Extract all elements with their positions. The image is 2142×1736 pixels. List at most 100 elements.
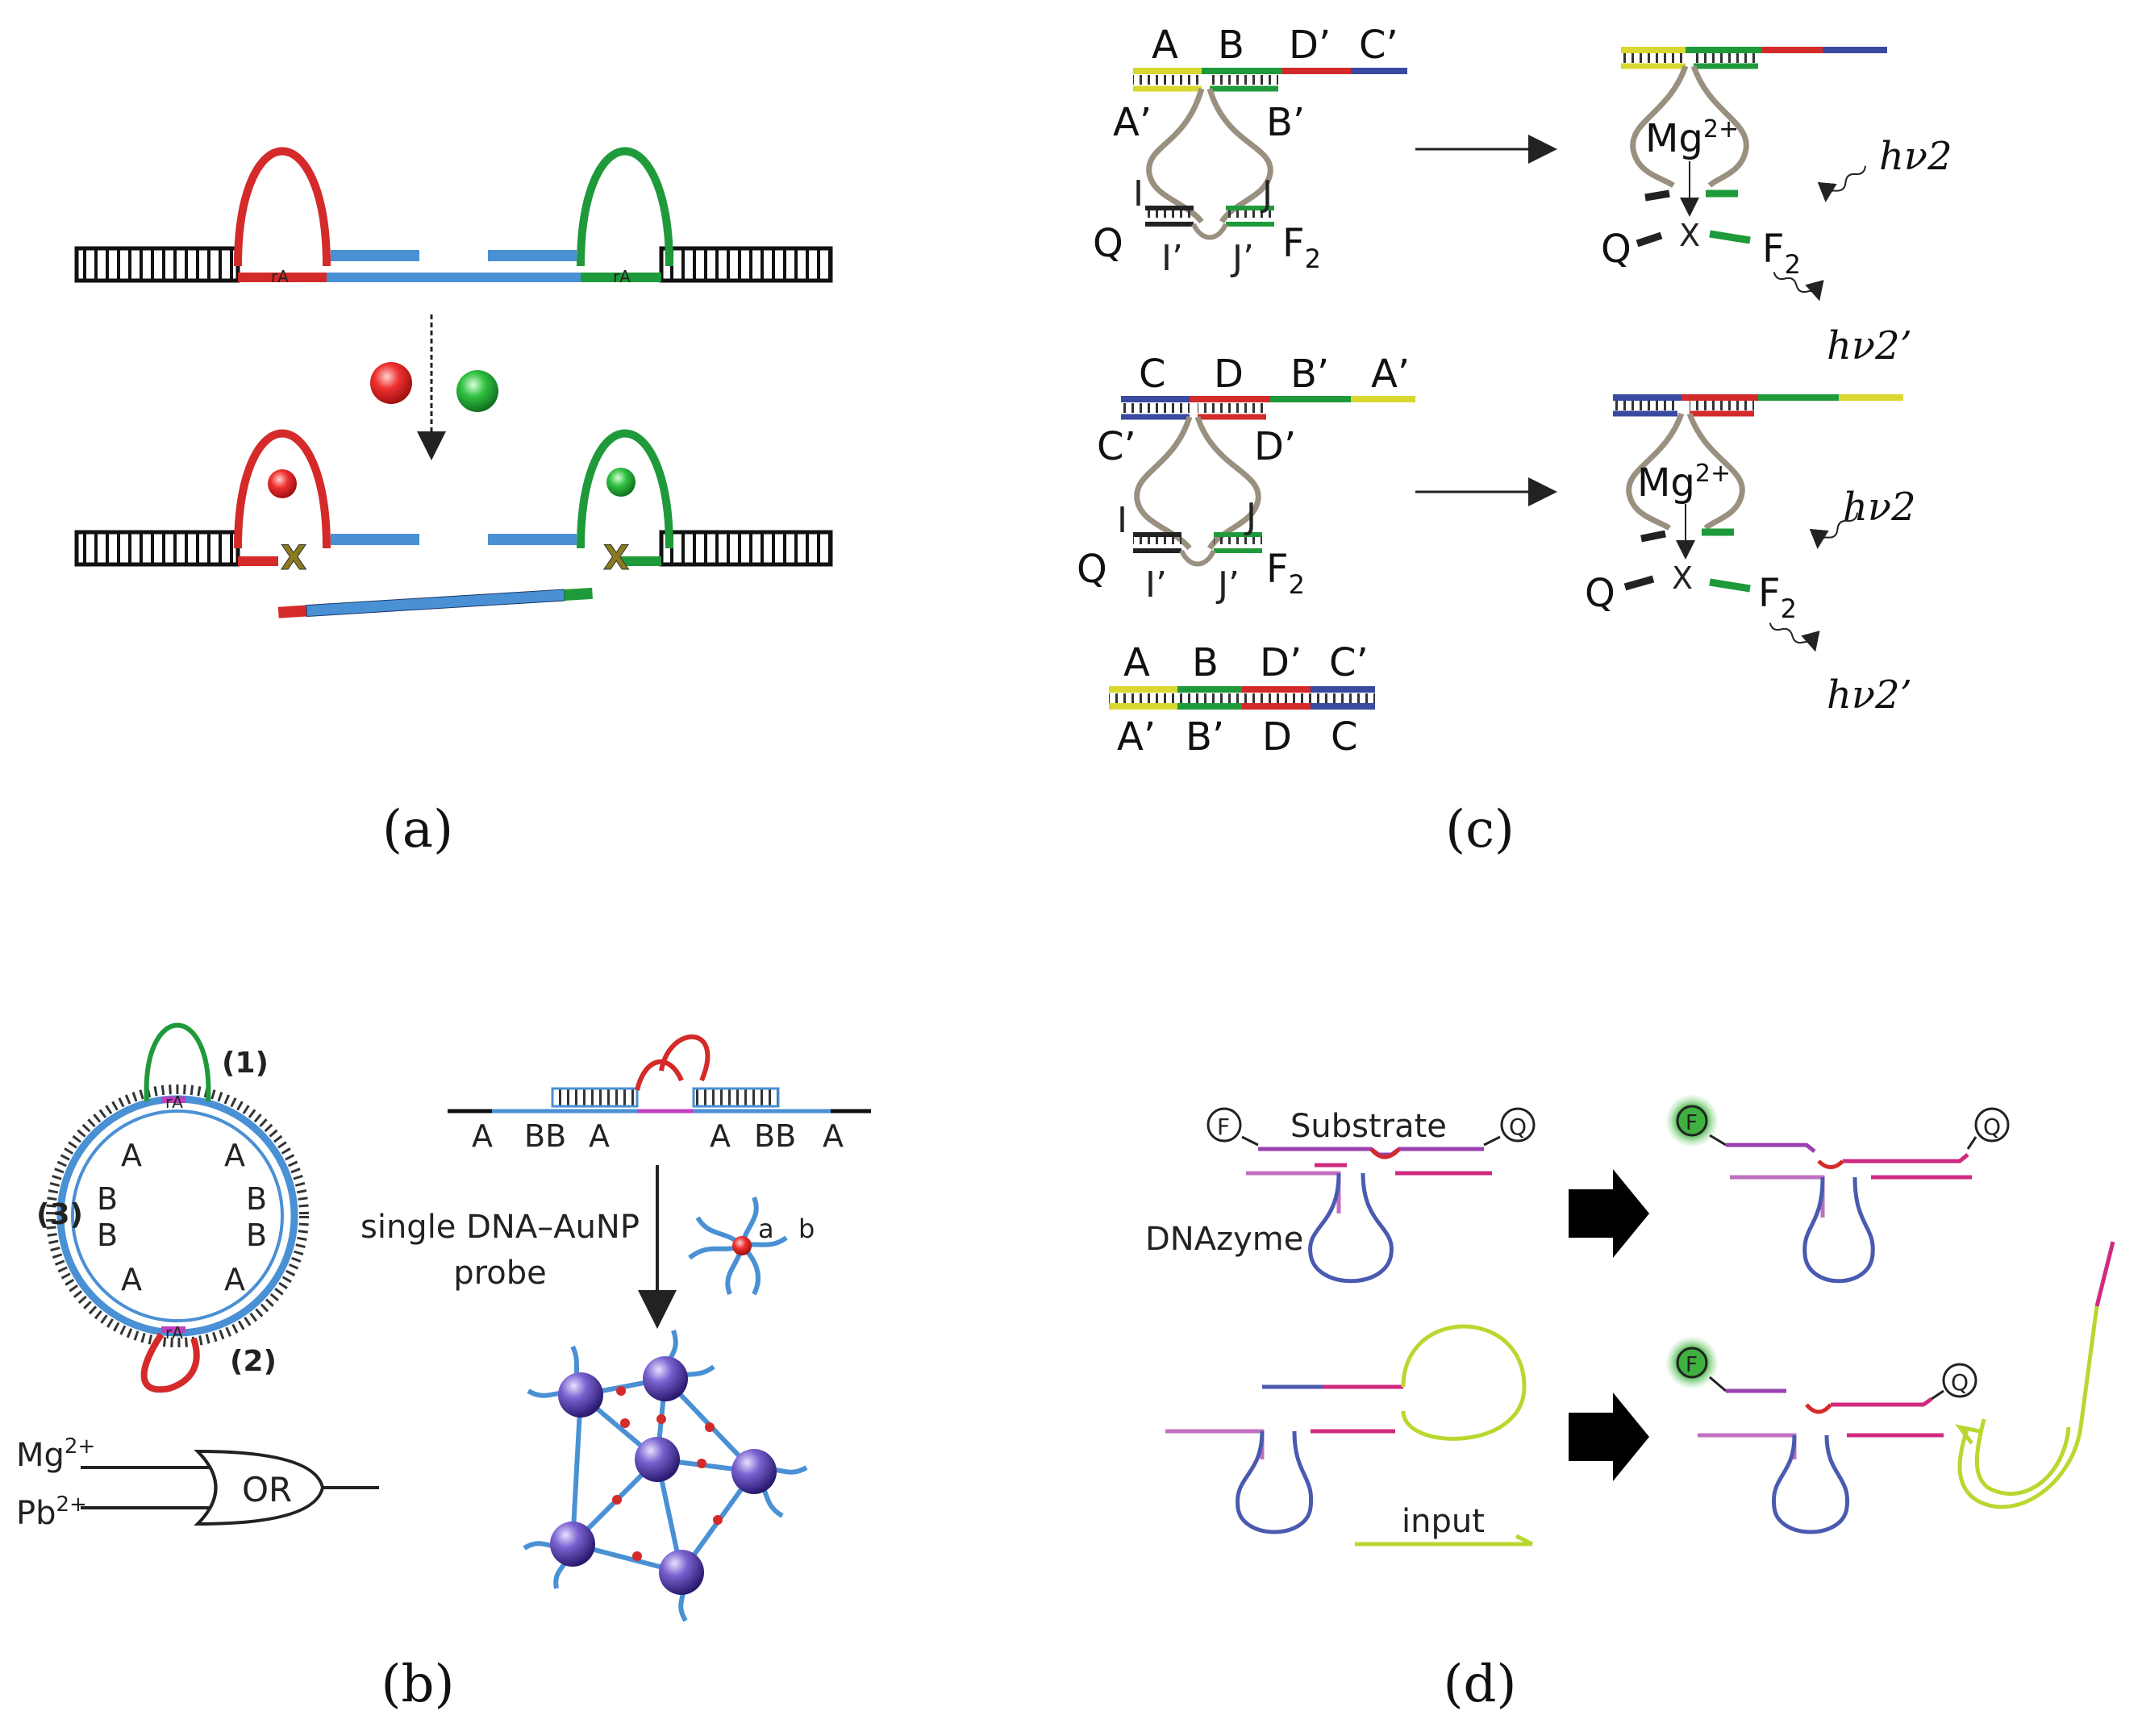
c-mid-label-i: I xyxy=(1117,500,1127,541)
linear-sequence: A BB A A BB A xyxy=(448,1034,871,1154)
c-top-label-cp: C’ xyxy=(1359,23,1398,68)
or-gate: OR Mg2+ Pb2+ xyxy=(16,1434,379,1532)
probe-label-line2: probe xyxy=(453,1255,546,1292)
c-top-label-f: F2 xyxy=(1282,221,1321,274)
c-top-label-b: B xyxy=(1218,23,1244,68)
c-mid-hv-in: hν2 xyxy=(1843,485,1916,530)
c-mid-complex: C D B’ A’ C’ D’ I J Q I’ J’ F2 xyxy=(1077,352,1415,606)
red-dnazyme-loop xyxy=(234,147,331,267)
seq-bb-1: BB xyxy=(524,1118,566,1154)
released-strand xyxy=(277,587,593,618)
right-duplex-cleaved xyxy=(659,530,833,567)
c-mid-cleaved: Mg2+ X Q F2 hν2 hν2’ xyxy=(1585,394,1916,718)
seq-bb-2: BB xyxy=(754,1118,796,1154)
probe-a: a xyxy=(758,1214,774,1244)
circular-dna-ring: rA rA A A A A B B B B (1) (2) (3) xyxy=(36,1022,309,1393)
c-mid-label-ip: I’ xyxy=(1145,564,1167,606)
panel-a-top-construct: rA rA xyxy=(74,147,833,286)
c-top-hv-out: hν2’ xyxy=(1827,323,1912,368)
d-q1: Q xyxy=(1509,1114,1527,1140)
c-mid-label-j: J xyxy=(1244,496,1256,537)
d-bottom-right: F Q xyxy=(1666,1241,2115,1534)
c-mid-x: X xyxy=(1672,560,1693,596)
input-mg: Mg2+ xyxy=(16,1434,95,1474)
panel-a-label: (a) xyxy=(382,800,453,860)
input-pb: Pb2+ xyxy=(16,1492,87,1532)
c-mid-label-dp: D’ xyxy=(1254,424,1296,469)
probe-label-line1: single DNA–AuNP xyxy=(360,1209,640,1246)
c-top-label-j: J xyxy=(1260,173,1273,214)
panel-b-label: (b) xyxy=(381,1655,455,1714)
c-top-label-ip: I’ xyxy=(1161,238,1183,279)
seq-a-3: A xyxy=(710,1118,731,1154)
d-bottom-left: input xyxy=(1165,1324,1534,1547)
ring-b-4: B xyxy=(246,1218,267,1253)
red-substrate-arm xyxy=(238,273,331,282)
c-top-f2: F2 xyxy=(1762,227,1801,280)
bound-green-ion xyxy=(606,468,636,497)
panel-b: rA rA A A A A B B B B (1) (2) (3) OR Mg2… xyxy=(16,1022,871,1714)
ring-a-3: A xyxy=(121,1262,142,1297)
left-duplex-cleaved xyxy=(74,530,240,567)
ring-a-1: A xyxy=(121,1138,142,1173)
c-mid-label-c: C xyxy=(1139,352,1166,397)
c-bot-label-dp: D’ xyxy=(1260,640,1302,685)
c-mid-hv-out: hν2’ xyxy=(1827,672,1912,718)
d-top-block-arrow xyxy=(1569,1169,1649,1258)
d-top-left: F Substrate Q DNAzyme xyxy=(1145,1107,1536,1284)
aunp-network xyxy=(523,1330,808,1622)
ring-b-2: B xyxy=(97,1218,118,1253)
left-duplex xyxy=(74,246,240,283)
c-bot-label-d: D xyxy=(1262,714,1292,760)
marker-2: (2) xyxy=(230,1345,277,1378)
c-mid-label-jp: J’ xyxy=(1215,564,1240,606)
panel-c-label: (c) xyxy=(1445,800,1515,860)
seq-a-2: A xyxy=(589,1118,610,1154)
or-gate-label: OR xyxy=(242,1470,292,1509)
c-top-mg: Mg2+ xyxy=(1645,115,1739,161)
c-mid-q2: Q xyxy=(1585,571,1615,616)
cleavage-mark-right: X xyxy=(603,538,629,577)
red-stub xyxy=(238,556,278,566)
ring-ra-top: rA xyxy=(165,1093,183,1112)
green-loop-cleaved xyxy=(577,429,673,549)
blue-strand xyxy=(327,273,589,282)
blue-short-right-cleaved xyxy=(488,534,577,545)
ra-label-right: rA xyxy=(613,267,631,286)
c-bot-label-a: A xyxy=(1123,640,1150,685)
green-stub xyxy=(621,556,661,566)
c-top-label-dp: D’ xyxy=(1289,23,1331,68)
ring-b-3: B xyxy=(246,1181,267,1217)
c-mid-f2: F2 xyxy=(1758,571,1797,624)
panel-a-bottom-construct: X X xyxy=(74,429,833,618)
d-substrate-label: Substrate xyxy=(1290,1108,1447,1145)
d-bottom-block-arrow xyxy=(1569,1393,1649,1481)
c-top-label-q: Q xyxy=(1093,221,1123,266)
blue-short-right xyxy=(488,250,577,261)
seq-a-4: A xyxy=(823,1118,844,1154)
panel-a: rA rA X X (a) xyxy=(74,147,833,860)
panel-c: A B D’ C’ A’ B’ I J Q I’ J’ F2 xyxy=(1077,23,1952,860)
c-top-label-ap: A’ xyxy=(1113,100,1152,145)
c-mid-label-cp: C’ xyxy=(1097,424,1136,469)
c-bot-label-c: C xyxy=(1331,714,1358,760)
d-f3: F xyxy=(1686,1353,1698,1377)
marker-1: (1) xyxy=(222,1047,269,1080)
c-top-label-jp: J’ xyxy=(1230,238,1254,279)
marker-3: (3) xyxy=(36,1198,83,1231)
cleavage-mark-left: X xyxy=(281,538,306,577)
c-top-hv-in: hν2 xyxy=(1879,134,1952,179)
red-hairpin-2 xyxy=(140,1332,200,1393)
c-top-complex: A B D’ C’ A’ B’ I J Q I’ J’ F2 xyxy=(1093,23,1407,279)
ring-ra-bottom: rA xyxy=(165,1323,183,1343)
c-bot-label-b: B xyxy=(1192,640,1219,685)
c-top-x: X xyxy=(1679,218,1700,253)
green-dnazyme-loop xyxy=(577,147,673,267)
c-bottom-duplex: A B D’ C’ A’ B’ D C xyxy=(1109,640,1375,760)
c-bot-label-ap: A’ xyxy=(1117,714,1156,760)
green-loop-1 xyxy=(144,1022,211,1102)
c-mid-mg: Mg2+ xyxy=(1637,460,1731,506)
single-probe: a b xyxy=(688,1196,815,1296)
